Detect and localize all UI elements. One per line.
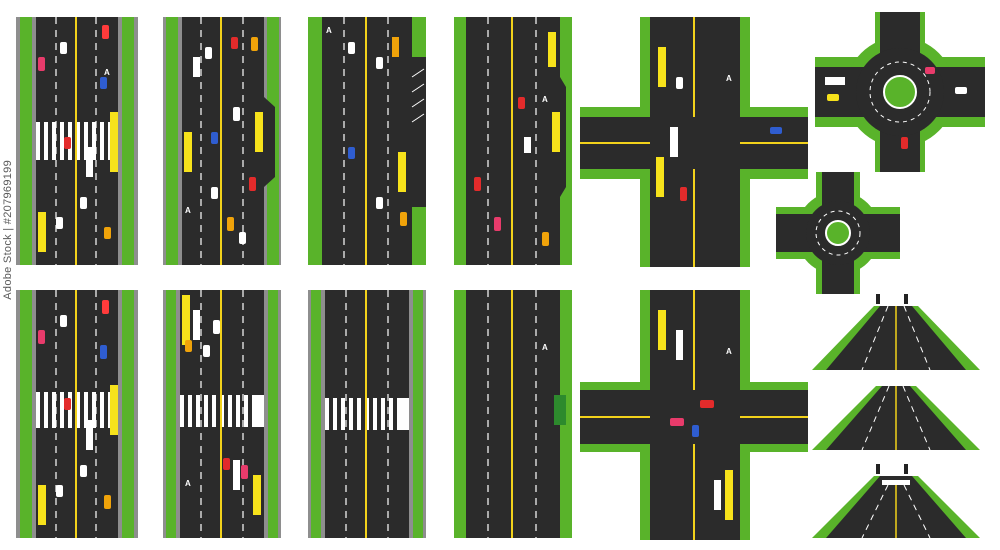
lane-marking-label: A <box>326 26 332 35</box>
road-tile-bus-stop: A <box>163 17 281 265</box>
road-perspective-2 <box>812 385 980 451</box>
lane-marking-label: A <box>104 68 110 77</box>
road-tile-parking: A <box>308 17 426 265</box>
roundabout-large <box>815 12 985 172</box>
road-perspective-3 <box>812 464 980 539</box>
road-tile-crosswalk-center: A <box>163 290 281 538</box>
road-tile-crosswalk-traffic <box>16 290 138 538</box>
road-perspective-1 <box>812 294 980 371</box>
road-tile-empty: A <box>454 290 572 538</box>
roundabout-small <box>776 172 900 294</box>
lane-marking-label: A <box>542 343 548 352</box>
road-tile-crosswalk-bus-lane: A <box>16 17 138 265</box>
lane-marking-label: A <box>726 74 732 83</box>
road-tile-intersection-busy: A <box>580 290 808 540</box>
lane-marking-label: A <box>726 347 732 356</box>
road-tile-intersection: A <box>580 17 808 267</box>
road-tile-bus-station: A <box>454 17 572 265</box>
stock-watermark: Adobe Stock | #207969199 <box>2 160 14 300</box>
lane-marking-label: A <box>185 479 191 488</box>
lane-marking-label: A <box>185 206 191 215</box>
road-tile-empty-crosswalk <box>308 290 426 538</box>
lane-marking-label: A <box>542 95 548 104</box>
